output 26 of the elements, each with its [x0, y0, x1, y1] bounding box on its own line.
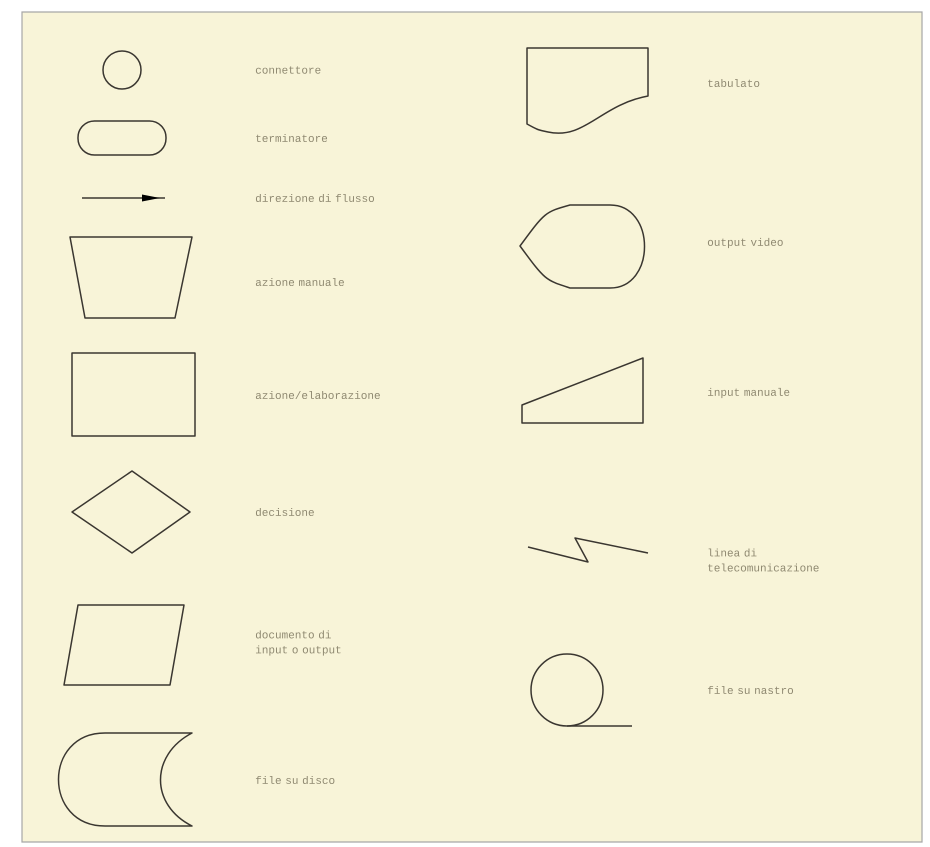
symbol-label: azione manuale — [256, 278, 344, 286]
tape-file-symbol — [530, 653, 632, 727]
process-symbol — [71, 352, 196, 437]
symbol-label: input manuale — [708, 388, 790, 398]
display-symbol — [519, 204, 646, 289]
printout-symbol — [526, 47, 649, 134]
connector-symbol — [102, 50, 142, 90]
terminator-symbol — [77, 120, 167, 156]
symbol-label: terminatore — [256, 134, 328, 142]
symbol-label: documento di input o output — [256, 630, 341, 656]
symbol-label: output video — [708, 238, 783, 248]
symbol-label: connettore — [256, 66, 320, 74]
manual-operation-symbol — [69, 236, 193, 319]
symbol-label: linea di telecomunicazione — [708, 548, 819, 572]
input-output-symbol — [63, 604, 185, 686]
symbol-label: direzione di flusso — [256, 194, 374, 202]
manual-input-symbol — [521, 357, 644, 424]
symbol-label: file su nastro — [708, 686, 794, 694]
disk-file-symbol — [58, 732, 193, 827]
symbol-label: file su disco — [256, 776, 334, 784]
symbol-label: decisione — [256, 508, 314, 516]
decision-symbol — [71, 470, 191, 554]
symbol-label: azione/elaborazione — [256, 390, 380, 400]
flow-arrow-symbol — [82, 194, 165, 202]
communication-link-symbol — [528, 537, 648, 563]
symbol-label: tabulato — [708, 78, 760, 88]
